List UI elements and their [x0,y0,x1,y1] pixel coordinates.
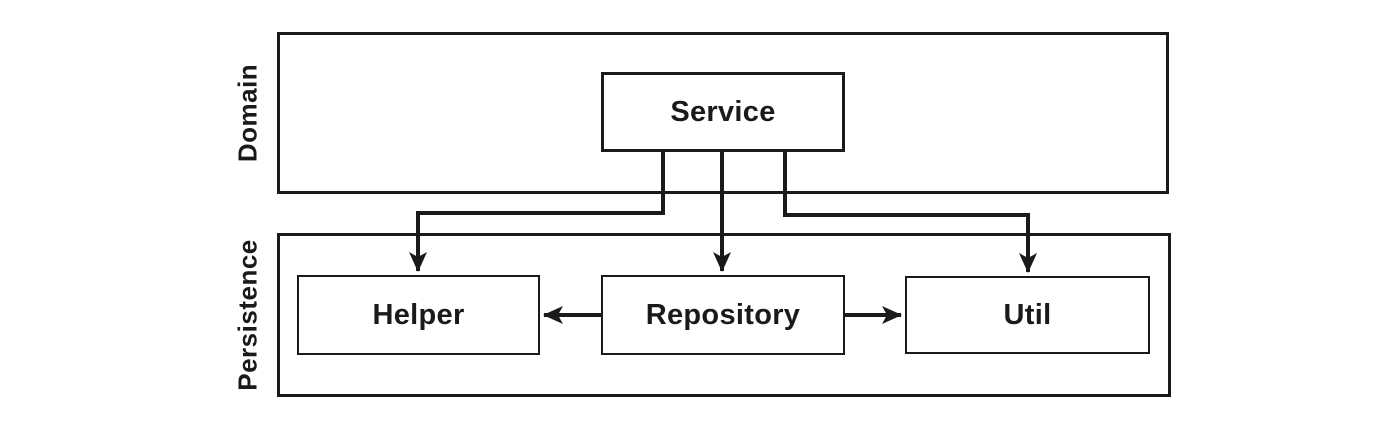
node-util: Util [905,276,1150,354]
node-service: Service [601,72,845,152]
layer-label-domain: Domain [232,63,263,163]
node-repository: Repository [601,275,845,355]
node-helper-label: Helper [372,298,465,331]
node-helper: Helper [297,275,540,355]
layer-label-persistence: Persistence [232,239,263,391]
node-util-label: Util [1003,298,1052,331]
node-service-label: Service [670,95,776,128]
node-repository-label: Repository [645,298,801,331]
